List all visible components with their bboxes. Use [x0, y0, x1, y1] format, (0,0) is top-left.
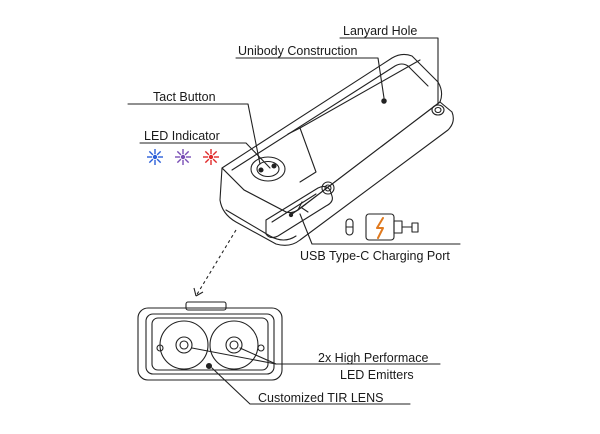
label-lanyard-hole: Lanyard Hole — [343, 24, 418, 38]
label-emitters-line1: 2x High Performace — [318, 351, 429, 365]
led-star-icon-2 — [175, 149, 191, 165]
dashed-arrow — [193, 229, 237, 297]
flashlight-body — [219, 53, 454, 246]
led-star-icon-1 — [147, 149, 163, 165]
usb-cable-icon — [345, 213, 419, 241]
label-led-indicator: LED Indicator — [144, 129, 220, 143]
lens-head — [137, 301, 283, 381]
label-tir-lens: Customized TIR LENS — [258, 391, 384, 405]
label-tact-button: Tact Button — [153, 90, 216, 104]
label-unibody-construction: Unibody Construction — [238, 44, 358, 58]
led-star-icon-3 — [203, 149, 219, 165]
label-emitters-line2: LED Emitters — [340, 368, 414, 382]
lightning-bolt-icon — [376, 217, 384, 239]
label-usb-charging-port: USB Type-C Charging Port — [300, 249, 450, 263]
led-indicator-stars — [147, 149, 219, 165]
